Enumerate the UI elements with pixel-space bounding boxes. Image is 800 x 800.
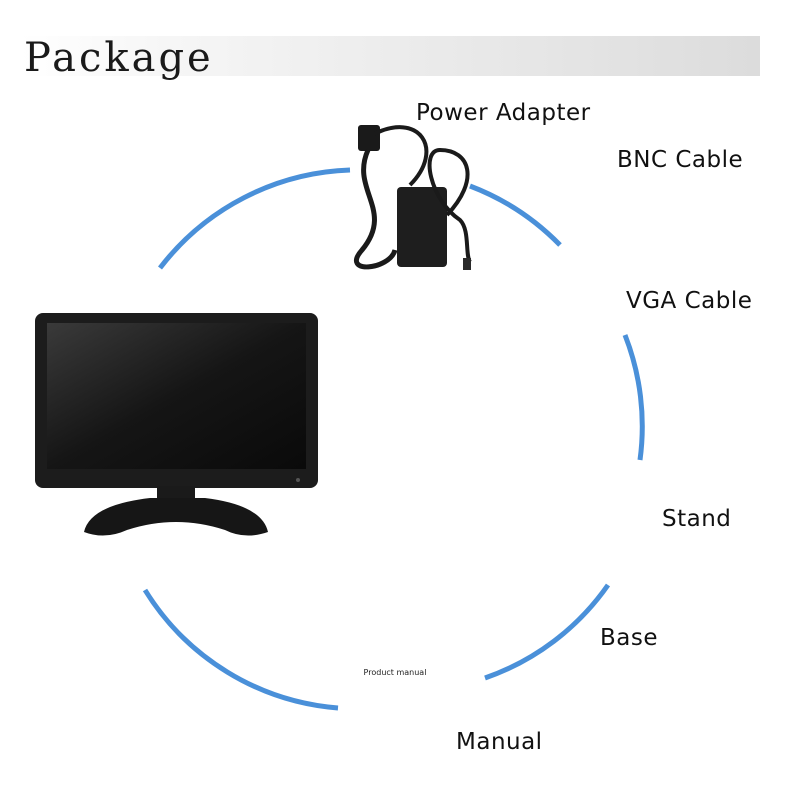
stand-label: Stand [662,506,732,532]
vga-cable-label: VGA Cable [626,288,753,314]
monitor-image [35,313,318,536]
base-label: Base [600,625,659,651]
page-title: Package [24,35,214,81]
header-band [20,36,760,76]
arc-lower-right [484,583,611,681]
power-adapter-image [354,125,472,270]
manual-cover-text: Product manual [363,668,427,677]
arc-top-left [158,167,351,270]
bnc-cable-label: BNC Cable [617,147,744,173]
power-adapter-label: Power Adapter [416,100,591,126]
circle-arcs [142,167,645,711]
arc-lower-left [142,588,339,711]
arc-right [622,334,645,461]
arc-top-right [469,183,562,247]
manual-label: Manual [456,729,543,755]
